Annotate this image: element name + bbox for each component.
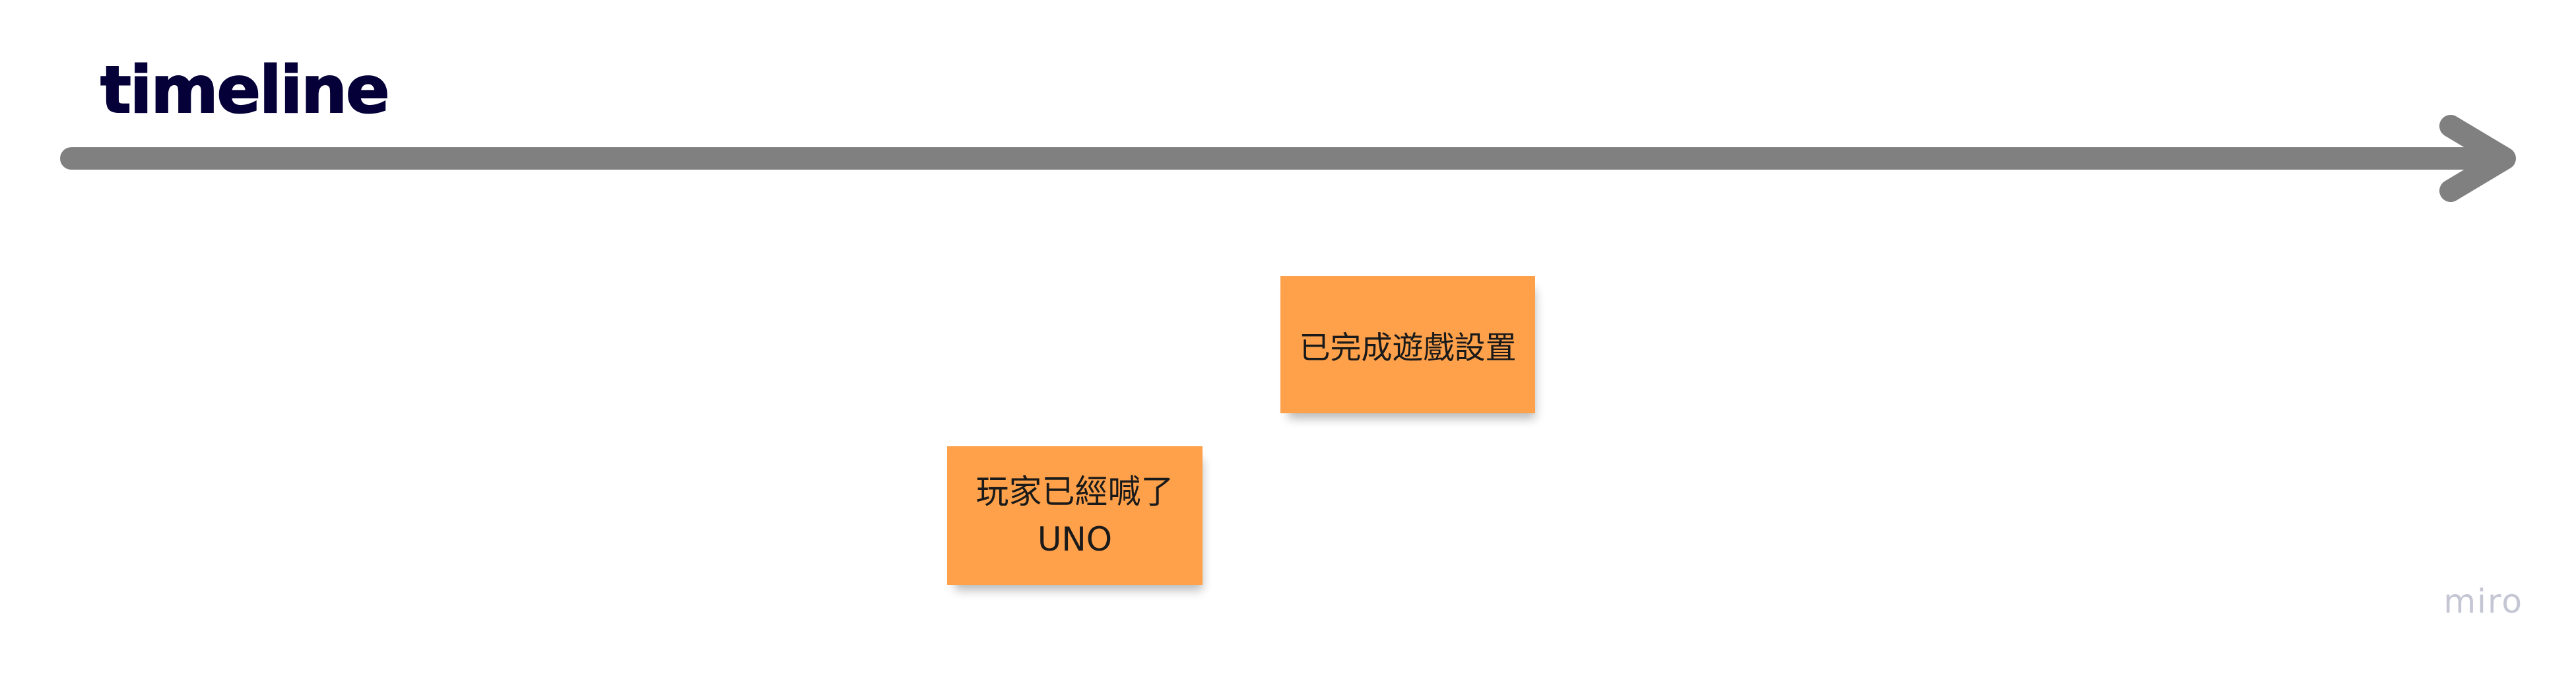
sticky-note-game-setup[interactable]: 已完成遊戲設置 [1280, 276, 1535, 413]
sticky-note-uno-called[interactable]: 玩家已經喊了 UNO [947, 446, 1203, 585]
timeline-title[interactable]: timeline [100, 53, 390, 128]
sticky-note-text: 已完成遊戲設置 [1299, 329, 1517, 366]
timeline-arrow-head [2439, 115, 2516, 202]
sticky-note-text: 玩家已經喊了 UNO [975, 472, 1174, 559]
miro-logo: miro [2443, 582, 2523, 621]
